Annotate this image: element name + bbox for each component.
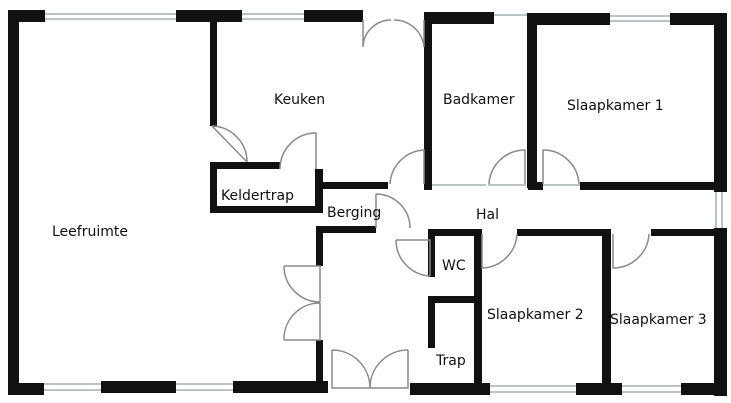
wall-wc-right [474,229,482,389]
door-living-hall-2-icon [283,302,321,341]
outer-wall-top-e [670,13,727,25]
outer-wall-bottom-d [410,383,490,395]
doors [211,19,650,389]
label-trap: Trap [435,353,466,369]
label-keuken: Keuken [274,92,325,108]
outer-wall-bottom-f [681,383,727,395]
wall-wc-left [428,229,435,277]
wall-trap-left [428,300,435,348]
door-kitchen-hall-icon [389,149,425,185]
outer-wall-right-upper [714,13,727,192]
outer-wall-top-a [176,10,242,22]
outer-wall-top-d [527,13,610,25]
wall-berging-top [318,182,388,189]
door-bed3-icon [612,233,650,269]
door-bed1-icon [542,149,580,185]
door-wc-icon [395,239,431,277]
wall-living-hall-right [316,226,323,266]
wall-keldertrap-left [210,162,217,212]
label-hal: Hal [476,207,499,223]
walls [8,10,727,396]
outer-wall-bottom-b [101,381,176,393]
outer-wall-right-lower [714,228,727,396]
door-back-right-icon [369,349,409,389]
outer-wall-left [8,10,19,395]
outer-wall-bottom-a [8,383,44,395]
wall-bed2-top [517,229,609,236]
wall-wc-top [428,229,482,236]
door-living-kitchen-icon [211,125,248,163]
wall-bed3-top [651,229,718,236]
label-slaapkamer-2: Slaapkamer 2 [487,307,584,323]
wall-berging-bottom [318,226,376,233]
label-wc: WC [442,258,466,274]
door-bath-icon [488,149,526,185]
door-front-left-icon [362,19,392,48]
door-keldertrap-icon [279,132,317,170]
label-slaapkamer-1: Slaapkamer 1 [567,98,664,114]
label-badkamer: Badkamer [443,92,515,108]
wall-keldertrap-bottom [210,206,320,213]
wall-hall-bath-stub [528,182,543,190]
wall-wc-bottom [428,296,478,303]
label-berging: Berging [327,205,381,221]
door-berging-icon [375,193,411,229]
label-keldertrap: Keldertrap [221,188,294,204]
wall-bath-bed1 [527,22,537,188]
room-labels: Leefruimte Keuken Badkamer Slaapkamer 1 … [52,92,707,369]
windows [44,13,723,393]
door-living-hall-1-icon [283,265,321,303]
wall-bed2-bed3 [602,229,611,389]
wall-living-hall-right-lower [316,340,323,390]
wall-hall-bath-seg [424,182,432,190]
door-back-left-icon [331,349,371,389]
wall-kitchen-bath [424,22,432,188]
outer-wall-bottom-e [576,383,622,395]
outer-wall-top-c [424,12,494,24]
wall-living-kitchen [210,22,217,126]
label-leefruimte: Leefruimte [52,224,128,240]
label-slaapkamer-3: Slaapkamer 3 [610,312,707,328]
door-front-right-icon [393,19,425,48]
outer-wall-top-b [304,10,363,22]
door-bed2-icon [481,233,518,269]
wall-keldertrap-right [315,169,323,213]
outer-wall-bottom-c [233,381,328,393]
wall-hall-bed1 [580,182,727,190]
wall-keldertrap-top [210,162,280,169]
